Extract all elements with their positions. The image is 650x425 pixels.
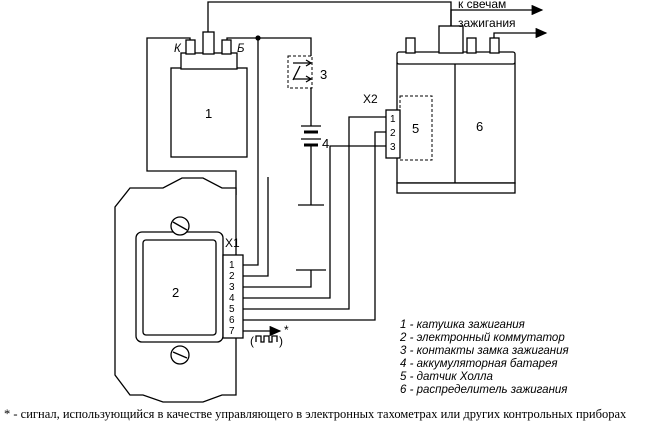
legend-item: 4 - аккумуляторная батарея bbox=[400, 358, 558, 370]
x2-pin: 3 bbox=[390, 142, 396, 153]
hall-number: 5 bbox=[412, 121, 419, 136]
ignition-switch: 3 bbox=[287, 55, 327, 89]
svg-text:): ) bbox=[279, 334, 283, 348]
electronic-commutator: 2 bbox=[114, 177, 237, 403]
wires bbox=[146, 1, 452, 337]
signal-asterisk: * bbox=[284, 323, 289, 337]
battery: 4 bbox=[301, 125, 329, 151]
x1-pin: 3 bbox=[229, 282, 235, 293]
x1-pin: 2 bbox=[229, 271, 235, 282]
legend-item: 2 - электронный коммутатор bbox=[399, 332, 565, 344]
legend-item: 3 - контакты замка зажигания bbox=[400, 345, 569, 357]
terminal-k-label: К bbox=[174, 43, 182, 55]
x2-label: X2 bbox=[363, 92, 378, 106]
x1-pin: 6 bbox=[229, 315, 235, 326]
x2-pin: 2 bbox=[390, 128, 396, 139]
svg-text:(: ( bbox=[250, 334, 254, 348]
x1-pin: 7 bbox=[229, 326, 235, 337]
junction-dot bbox=[255, 35, 261, 41]
battery-number: 4 bbox=[322, 136, 329, 151]
x1-pin: 1 bbox=[229, 260, 235, 271]
legend-item: 5 - датчик Холла bbox=[400, 371, 493, 383]
legend-item: 1 - катушка зажигания bbox=[400, 319, 525, 331]
x1-pin: 5 bbox=[229, 304, 235, 315]
connector-x2: X2 1 2 3 bbox=[363, 92, 401, 159]
terminal-b-label: Б bbox=[237, 43, 245, 55]
footnote: * - сигнал, использующийся в качестве уп… bbox=[4, 407, 627, 421]
switch-number: 3 bbox=[320, 67, 327, 82]
x2-pin: 1 bbox=[390, 114, 396, 125]
spark-plug-arrows: к свечам зажигания bbox=[450, 0, 548, 39]
to-plugs-label-2: зажигания bbox=[458, 16, 516, 30]
signal-output: ( ) * bbox=[250, 323, 289, 348]
hall-sensor: 5 bbox=[399, 95, 433, 161]
legend-item: 6 - распределитель зажигания bbox=[400, 384, 567, 396]
coil-number: 1 bbox=[205, 106, 212, 121]
x1-pin: 4 bbox=[229, 293, 235, 304]
commutator-number: 2 bbox=[172, 285, 179, 300]
connector-x1: X1 1 2 3 4 5 6 7 bbox=[222, 236, 244, 339]
to-plugs-label-1: к свечам bbox=[458, 0, 506, 11]
distributor-number: 6 bbox=[476, 119, 483, 134]
ignition-coil: 1 К Б bbox=[170, 31, 248, 158]
legend: 1 - катушка зажигания 2 - электронный ко… bbox=[399, 319, 569, 396]
x1-label: X1 bbox=[225, 236, 240, 250]
